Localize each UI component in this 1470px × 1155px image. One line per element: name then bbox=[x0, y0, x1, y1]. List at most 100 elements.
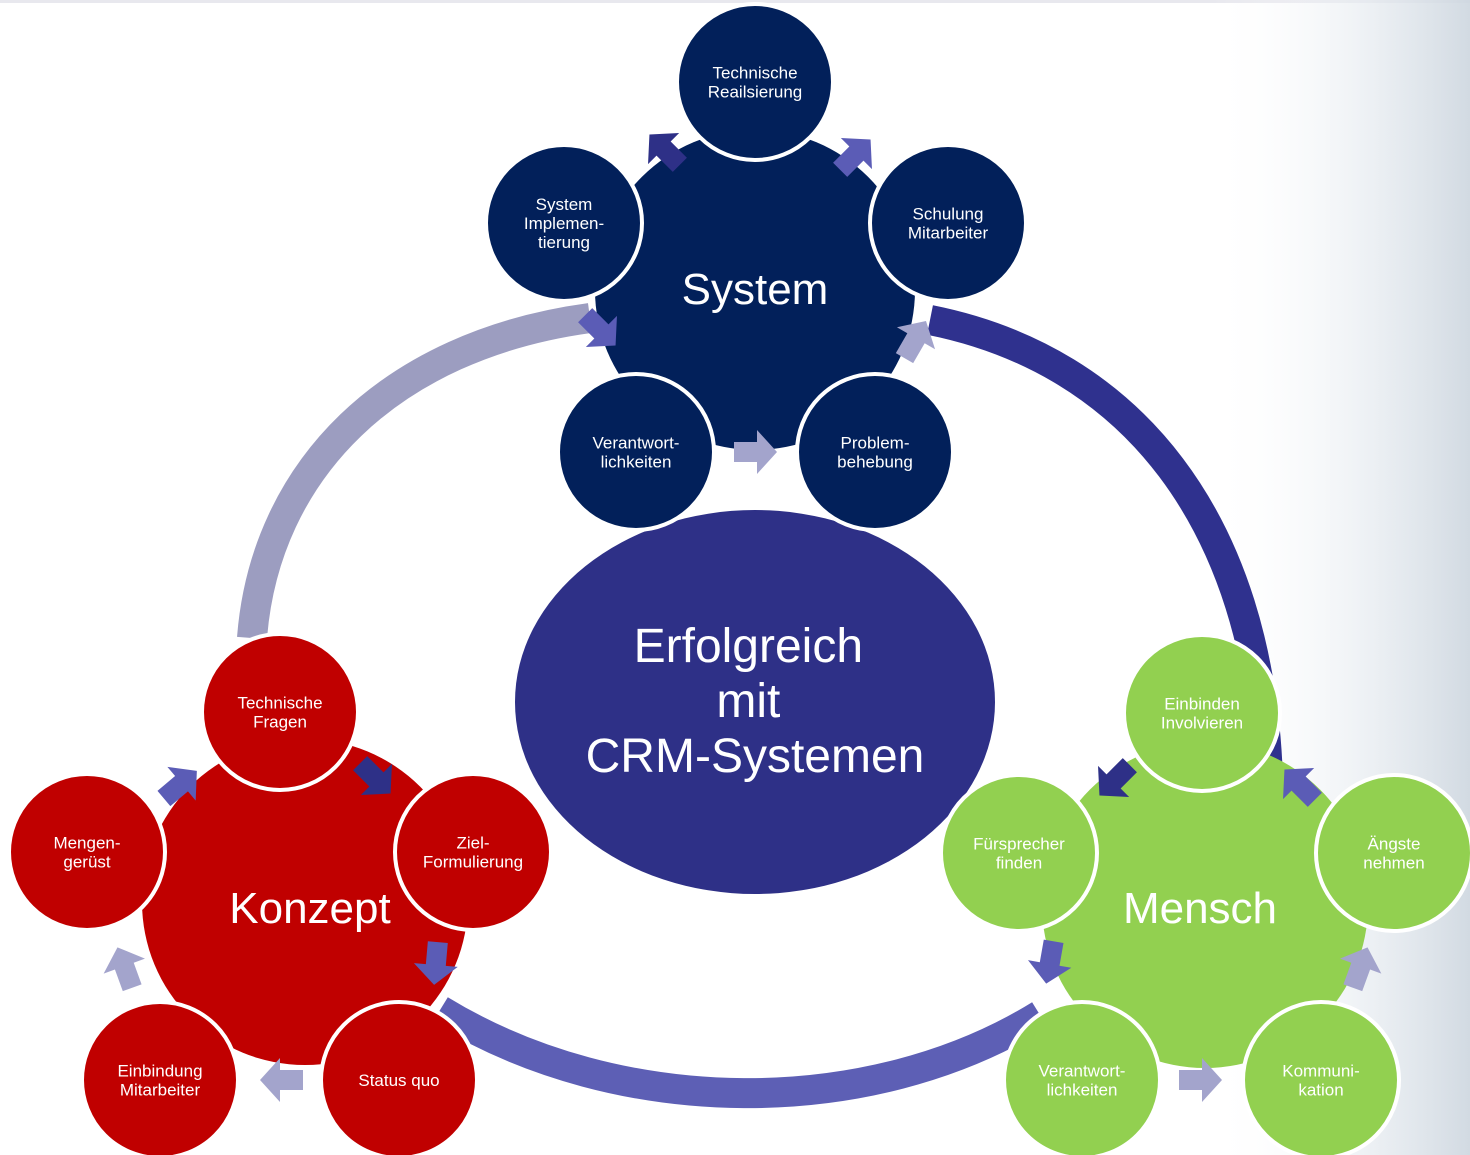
mensch-satellite-node: Kommuni-kation bbox=[1241, 1000, 1401, 1155]
konzept-satellite-label-line: Fragen bbox=[253, 713, 307, 732]
flow-arrow-icon bbox=[353, 756, 392, 795]
system-satellite-label: Problem-behebung bbox=[837, 434, 913, 472]
system-satellite-circle bbox=[556, 372, 716, 532]
konzept-satellite-circle bbox=[200, 632, 360, 792]
system-hub-label: System bbox=[682, 265, 829, 314]
mensch-satellite-label-line: Kommuni- bbox=[1282, 1062, 1359, 1081]
konzept-satellite-label-line: Einbindung bbox=[117, 1062, 202, 1081]
center-title-line-1: Erfolgreich bbox=[634, 620, 863, 673]
konzept-satellite-circle bbox=[7, 772, 167, 932]
system-satellite-label-line: Schulung bbox=[913, 205, 984, 224]
konzept-satellite-circle bbox=[393, 772, 553, 932]
mensch-satellite-circle bbox=[1002, 1000, 1162, 1155]
system-satellite-label-line: Technische bbox=[712, 64, 797, 83]
flow-arrow-icon bbox=[413, 941, 458, 985]
konzept-satellite-label-line: Ziel- bbox=[456, 834, 489, 853]
flow-arrow-icon bbox=[833, 138, 872, 177]
flow-arrow-icon bbox=[1283, 768, 1322, 807]
flow-arrows bbox=[103, 133, 1382, 1102]
system-satellite-label-line: Implemen- bbox=[524, 214, 604, 233]
mensch-satellite-label-line: Verantwort- bbox=[1039, 1062, 1126, 1081]
system-satellite-label-line: tierung bbox=[538, 233, 590, 252]
konzept-satellite-label-line: Formulierung bbox=[423, 853, 523, 872]
top-border bbox=[0, 0, 1470, 3]
system-satellite-label-line: behebung bbox=[837, 453, 913, 472]
system-satellite-label: Verantwort-lichkeiten bbox=[593, 434, 680, 472]
system-satellite-circle bbox=[795, 372, 955, 532]
mensch-satellite-label-line: Einbinden bbox=[1164, 695, 1240, 714]
konzept-hub-label: Konzept bbox=[229, 884, 390, 933]
mensch-hub-circle bbox=[1042, 742, 1368, 1068]
center-title-line-2: mit bbox=[716, 675, 780, 728]
mensch-satellite-circle bbox=[1314, 773, 1470, 933]
mensch-satellite-label-line: Fürsprecher bbox=[973, 835, 1065, 854]
flow-arrow-icon bbox=[260, 1058, 303, 1102]
flow-arrow-icon bbox=[895, 320, 936, 364]
mensch-satellite-label-line: kation bbox=[1298, 1081, 1343, 1100]
konzept-satellite-label-line: Mengen- bbox=[53, 834, 120, 853]
konzept-satellite-label-line: gerüst bbox=[63, 853, 111, 872]
flow-arrow-icon bbox=[734, 430, 777, 474]
flow-arrow-icon bbox=[648, 133, 687, 172]
mensch-satellite-circle bbox=[939, 773, 1099, 933]
mensch-satellite-label-line: finden bbox=[996, 854, 1042, 873]
konzept-satellite-label-line: Technische bbox=[237, 694, 322, 713]
mensch-satellite-label-line: lichkeiten bbox=[1047, 1081, 1118, 1100]
system-satellite-label-line: Mitarbeiter bbox=[908, 224, 989, 243]
flow-arrow-icon bbox=[1098, 758, 1137, 797]
konzept-hub-circle bbox=[142, 739, 468, 1065]
center-title: Erfolgreich mit CRM-Systemen bbox=[586, 620, 925, 783]
mensch-satellite-node: Verantwort-lichkeiten bbox=[1002, 1000, 1162, 1155]
system-satellite-label-line: System bbox=[536, 195, 593, 214]
flow-arrow-icon bbox=[1027, 939, 1072, 984]
system-satellite-node: Problem-behebung bbox=[795, 372, 955, 532]
konzept-satellite-label-line: Status quo bbox=[358, 1071, 439, 1090]
mensch-satellite-label-line: nehmen bbox=[1363, 854, 1424, 873]
flow-arrow-icon bbox=[103, 947, 145, 992]
konzept-satellite-label-line: Mitarbeiter bbox=[120, 1081, 201, 1100]
system-satellite-label-line: lichkeiten bbox=[601, 453, 672, 472]
konzept-satellite-label: Status quo bbox=[358, 1071, 439, 1090]
konzept-satellite-label: Mengen-gerüst bbox=[53, 834, 120, 872]
flow-arrow-icon bbox=[1340, 947, 1382, 992]
center-ellipse bbox=[515, 510, 995, 894]
konzept-satellite-label: Ziel-Formulierung bbox=[423, 834, 523, 872]
system-satellite-label-line: Problem- bbox=[841, 434, 910, 453]
flow-arrow-icon bbox=[157, 766, 197, 807]
flow-arrow-icon bbox=[1179, 1058, 1222, 1102]
center-title-line-3: CRM-Systemen bbox=[586, 730, 925, 783]
mensch-satellite-label-line: Ängste bbox=[1368, 835, 1421, 854]
konzept-satellite-circle bbox=[319, 1000, 479, 1155]
mensch-hub-label: Mensch bbox=[1123, 884, 1277, 933]
mensch-satellite-label-line: Involvieren bbox=[1161, 714, 1243, 733]
system-satellite-circle bbox=[484, 143, 644, 303]
flow-arrow-icon bbox=[578, 308, 617, 347]
konzept-satellite-circle bbox=[80, 1000, 240, 1155]
konzept-satellite-node: Status quo bbox=[319, 1000, 479, 1155]
ring-segment-konzept-system bbox=[237, 303, 593, 640]
mensch-satellite-label: Verantwort-lichkeiten bbox=[1039, 1062, 1126, 1100]
mensch-satellite-circle bbox=[1122, 633, 1282, 793]
system-satellite-circle bbox=[675, 2, 835, 162]
system-satellite-node: Verantwort-lichkeiten bbox=[556, 372, 716, 532]
mensch-satellite-label: Kommuni-kation bbox=[1282, 1062, 1359, 1100]
system-satellite-circle bbox=[868, 143, 1028, 303]
system-satellite-label-line: Reailsierung bbox=[708, 83, 803, 102]
